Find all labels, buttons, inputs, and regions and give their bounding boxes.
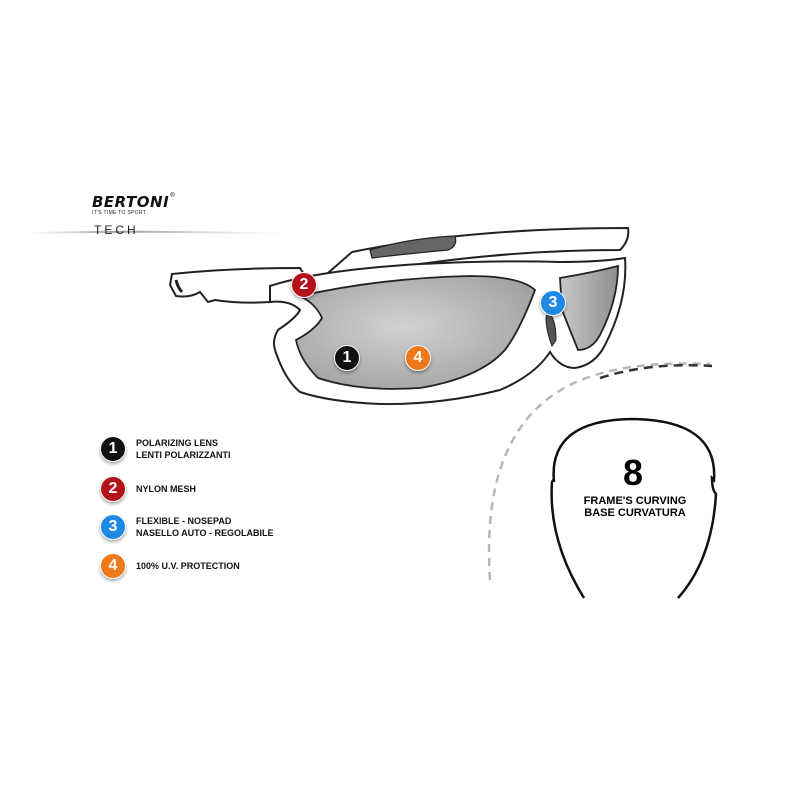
callout-2-number: 2 (299, 276, 309, 293)
callout-1-badge: 1 (334, 345, 360, 371)
frame-curve-label: FRAME'S CURVING BASE CURVATURA (560, 495, 710, 519)
frame-curve-line-2: BASE CURVATURA (584, 507, 686, 519)
nosepad (545, 311, 557, 348)
legend-4-text: 100% U.V. PROTECTION (136, 560, 240, 572)
callout-4-number: 4 (413, 349, 423, 366)
legend-4-number: 4 (108, 557, 118, 574)
legend-item-4: 4 100% U.V. PROTECTION (100, 553, 240, 579)
legend-2-badge: 2 (100, 476, 126, 502)
legend-item-2: 2 NYLON MESH (100, 476, 196, 502)
brand-name: BERTONI (92, 193, 170, 211)
vent-slot (369, 235, 457, 259)
callout-1-number: 1 (342, 349, 352, 366)
legend-4-line-1: 100% U.V. PROTECTION (136, 561, 240, 571)
legend-4-badge: 4 (100, 553, 126, 579)
legend-3-number: 3 (108, 518, 118, 535)
legend-2-number: 2 (108, 480, 118, 497)
legend-item-1: 1 POLARIZING LENS LENTI POLARIZZANTI (100, 436, 231, 462)
legend-1-number: 1 (108, 440, 118, 457)
legend-1-badge: 1 (100, 436, 126, 462)
brand-logo: BERTONI® IT'S TIME TO SPORT (92, 193, 175, 216)
legend-1-text: POLARIZING LENS LENTI POLARIZZANTI (136, 437, 231, 461)
product-line-label: TECH (94, 223, 139, 237)
swoosh-line (28, 230, 288, 235)
registered-mark: ® (170, 193, 175, 199)
legend-3-line-1: FLEXIBLE - NOSEPAD (136, 516, 232, 526)
legend-2-text: NYLON MESH (136, 483, 196, 495)
brand-tagline: IT'S TIME TO SPORT (92, 210, 147, 216)
callout-2-badge: 2 (291, 272, 317, 298)
callout-3-number: 3 (548, 294, 558, 311)
legend-1-line-1: POLARIZING LENS (136, 438, 219, 448)
legend-item-3: 3 FLEXIBLE - NOSEPAD NASELLO AUTO - REGO… (100, 514, 274, 540)
legend-1-line-2: LENTI POLARIZZANTI (136, 450, 231, 460)
curve-shape (550, 417, 718, 599)
frame-curve-line-1: FRAME'S CURVING (583, 495, 687, 507)
frame-curve-value: 8 (622, 452, 644, 493)
legend-3-line-2: NASELLO AUTO - REGOLABILE (136, 528, 274, 538)
legend-3-badge: 3 (100, 514, 126, 540)
callout-3-badge: 3 (540, 290, 566, 316)
curve-dashed-arc (487, 362, 711, 581)
legend-2-line-1: NYLON MESH (136, 484, 197, 494)
legend-3-text: FLEXIBLE - NOSEPAD NASELLO AUTO - REGOLA… (136, 515, 274, 539)
right-lens (559, 264, 619, 351)
callout-4-badge: 4 (405, 345, 431, 371)
